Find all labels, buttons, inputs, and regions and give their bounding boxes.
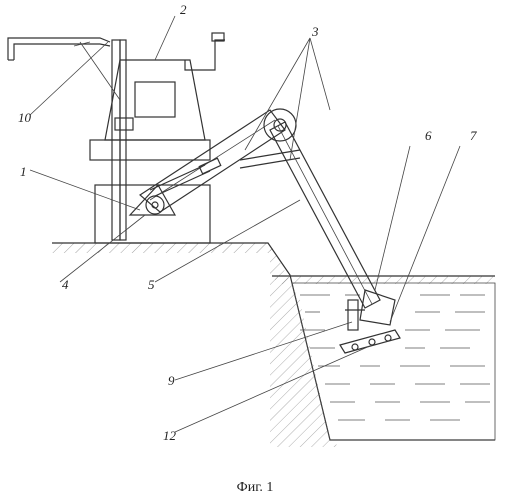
reference-labels: 2 3 10 1 4 5 6 7 9 12 bbox=[18, 2, 477, 443]
label-12: 12 bbox=[163, 428, 177, 443]
label-10: 10 bbox=[18, 110, 32, 125]
leader-lines bbox=[29, 15, 461, 433]
hydraulic-cylinder bbox=[149, 157, 222, 197]
pivot-support bbox=[128, 183, 177, 216]
label-9: 9 bbox=[168, 373, 175, 388]
label-7: 7 bbox=[470, 128, 477, 143]
label-5: 5 bbox=[148, 277, 155, 292]
label-3: 3 bbox=[311, 24, 319, 39]
label-6: 6 bbox=[425, 128, 432, 143]
water-body bbox=[291, 282, 496, 441]
mast-and-pipe bbox=[7, 37, 134, 241]
label-2: 2 bbox=[180, 2, 187, 17]
machine-body bbox=[89, 32, 225, 244]
label-4: 4 bbox=[62, 277, 69, 292]
arm bbox=[269, 121, 381, 309]
figure-caption: Фиг. 1 bbox=[236, 480, 274, 495]
ground bbox=[52, 242, 495, 447]
label-1: 1 bbox=[20, 164, 27, 179]
